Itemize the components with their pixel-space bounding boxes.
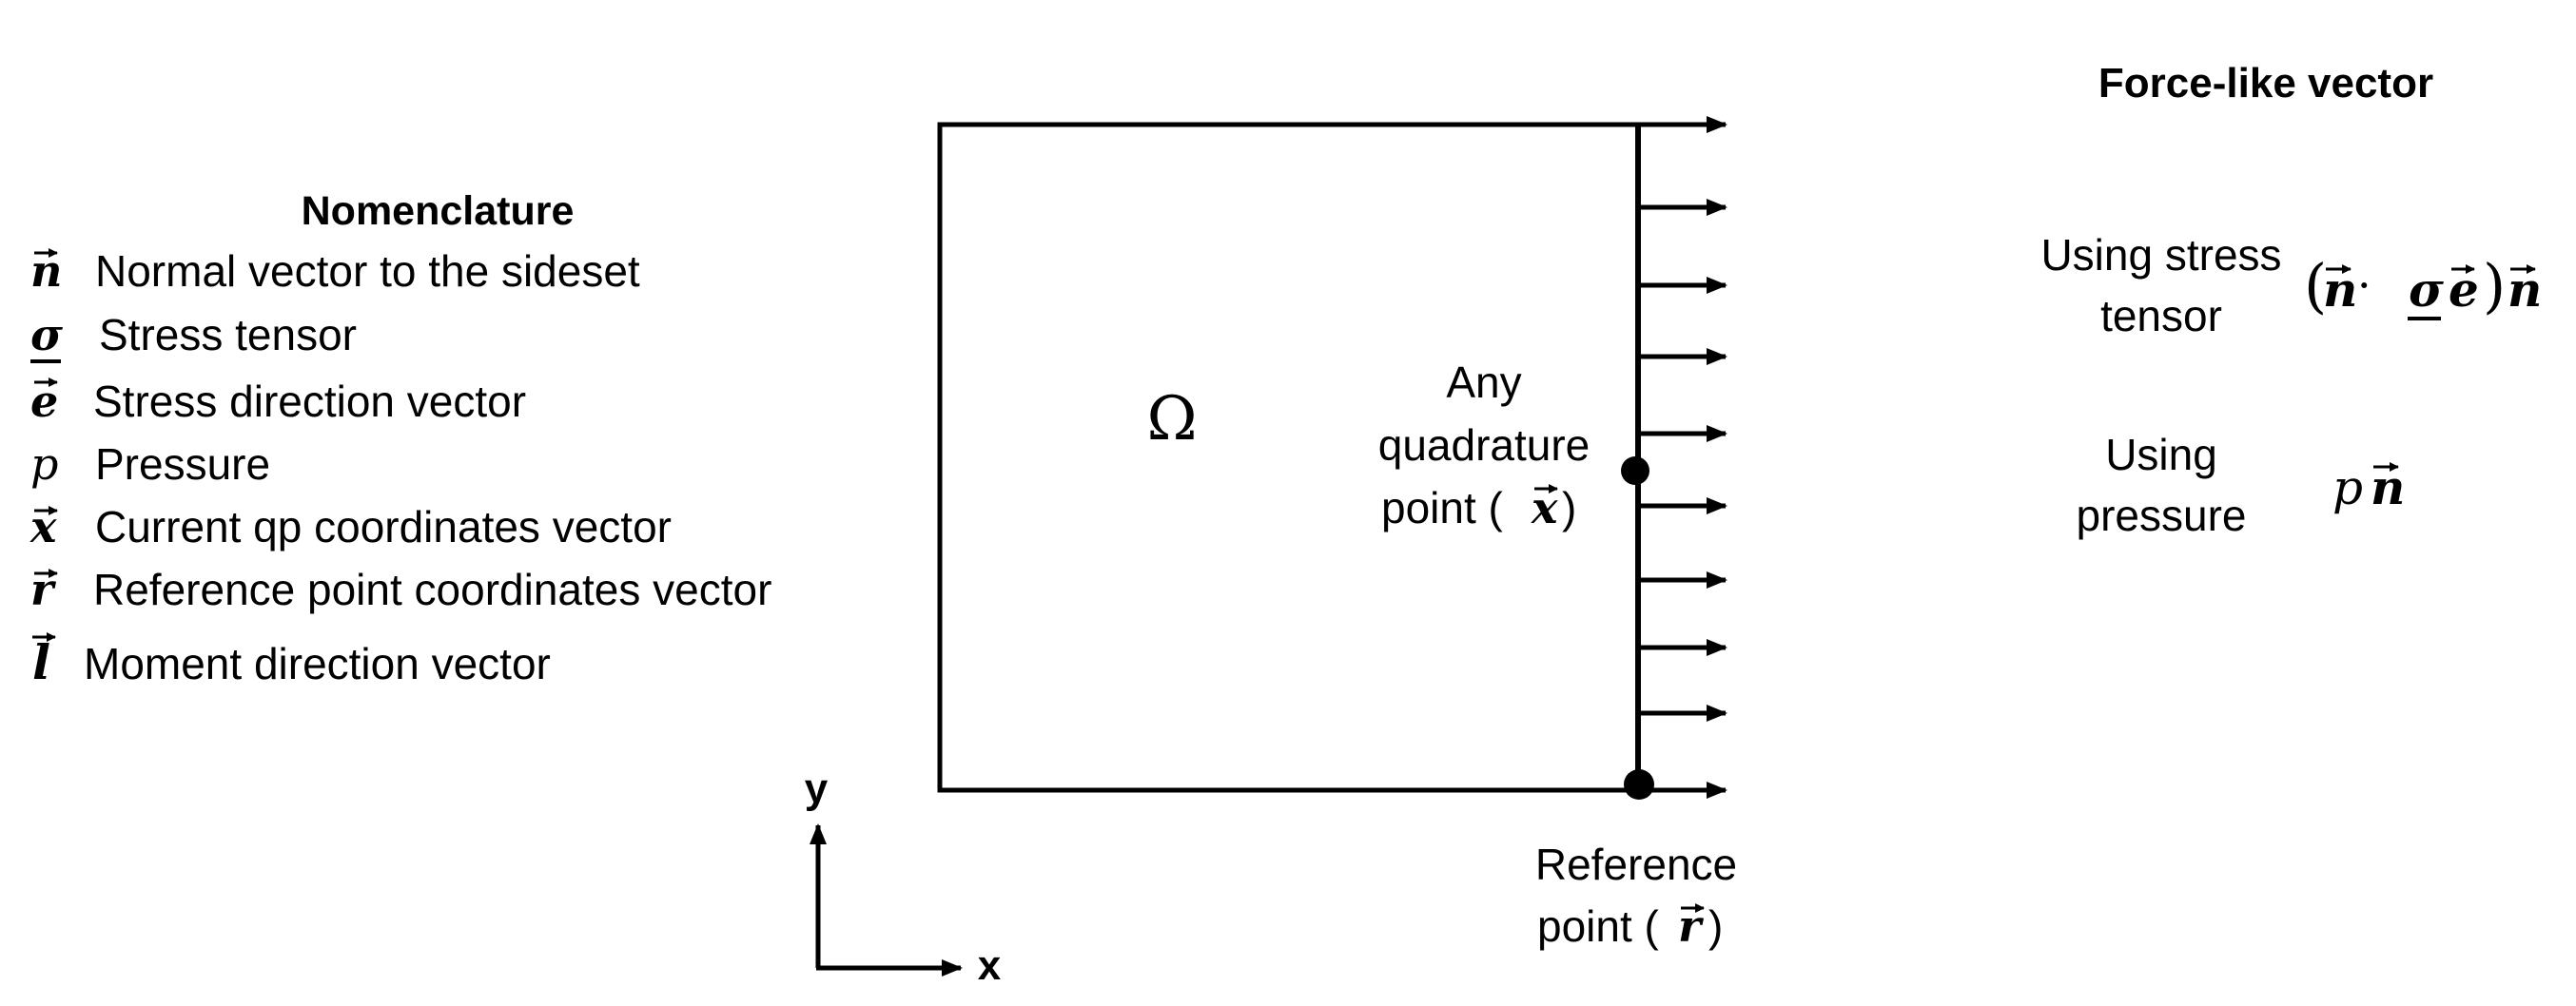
pressure-formula-row: Using pressure p n <box>2077 430 2406 540</box>
nomenclature-description: Normal vector to the sideset <box>95 246 640 296</box>
domain-omega-label: Ω <box>1146 384 1197 455</box>
symbol-p: p <box>30 438 58 490</box>
pressure-label-line1: Using <box>2105 430 2217 479</box>
label-line: Any <box>1446 358 1521 407</box>
stress-label-line2: tensor <box>2100 291 2222 340</box>
label-line: point ( <box>1537 901 1660 951</box>
dot-operator: · <box>2357 260 2371 311</box>
nomenclature-item-normal-vector: n Normal vector to the sideset <box>30 245 640 297</box>
symbol-n: n <box>2508 261 2542 318</box>
pressure-label-line2: pressure <box>2077 491 2247 540</box>
force-like-title: Force-like vector <box>2098 60 2433 106</box>
nomenclature-item-reference-point: r Reference point coordinates vector <box>30 564 771 615</box>
nomenclature-description: Moment direction vector <box>84 639 551 688</box>
domain-diagram: Ω Any quadrature point ( x ) Reference p… <box>805 116 1737 989</box>
label-line: quadrature <box>1378 420 1590 470</box>
coordinate-axes: y x <box>805 765 1002 989</box>
nomenclature-description: Pressure <box>95 439 270 489</box>
stress-tensor-formula-row: Using stress tensor ( n · σ e ) n <box>2040 230 2542 340</box>
nomenclature-item-pressure: p Pressure <box>30 438 270 490</box>
symbol-l: l <box>32 634 50 690</box>
label-line: ) <box>1708 901 1723 951</box>
symbol-n: n <box>2323 261 2357 318</box>
nomenclature-description: Current qp coordinates vector <box>95 502 672 551</box>
nomenclature-description: Reference point coordinates vector <box>93 565 771 614</box>
paren-open: ( <box>2304 251 2327 320</box>
nomenclature-item-moment-direction: l Moment direction vector <box>32 632 551 690</box>
quadrature-point-label: Any quadrature point ( x ) <box>1378 358 1590 533</box>
nomenclature-item-stress-direction: e Stress direction vector <box>30 376 526 427</box>
symbol-sigma: σ <box>2409 261 2444 318</box>
nomenclature-title: Nomenclature <box>302 188 575 234</box>
nomenclature-item-current-qp: x Current qp coordinates vector <box>29 501 672 552</box>
nomenclature-item-stress-tensor: σ Stress tensor <box>30 309 357 363</box>
force-arrows <box>1638 199 1727 722</box>
symbol-r: r <box>30 564 57 615</box>
symbol-n: n <box>2371 459 2405 515</box>
nomenclature-description: Stress direction vector <box>93 377 526 426</box>
label-line: Reference <box>1535 840 1737 889</box>
quadrature-point-marker <box>1621 456 1649 485</box>
symbol-p: p <box>2332 460 2363 515</box>
domain-boundary <box>937 122 1638 793</box>
force-like-panel: Force-like vector Using stress tensor ( … <box>2040 60 2542 540</box>
label-line: point ( <box>1381 483 1504 532</box>
nomenclature-description: Stress tensor <box>99 310 357 359</box>
x-axis-label: x <box>978 942 1002 989</box>
reference-point-label: Reference point ( r ) <box>1535 840 1737 952</box>
stress-label-line1: Using stress <box>2040 230 2281 280</box>
nomenclature-panel: Nomenclature n Normal vector to the side… <box>29 188 771 690</box>
paren-close: ) <box>2483 251 2506 320</box>
reference-point-marker <box>1624 769 1654 800</box>
y-axis-label: y <box>805 765 829 812</box>
label-line: ) <box>1562 483 1576 532</box>
symbol-sigma: σ <box>30 309 63 360</box>
symbol-x: x <box>29 501 57 552</box>
